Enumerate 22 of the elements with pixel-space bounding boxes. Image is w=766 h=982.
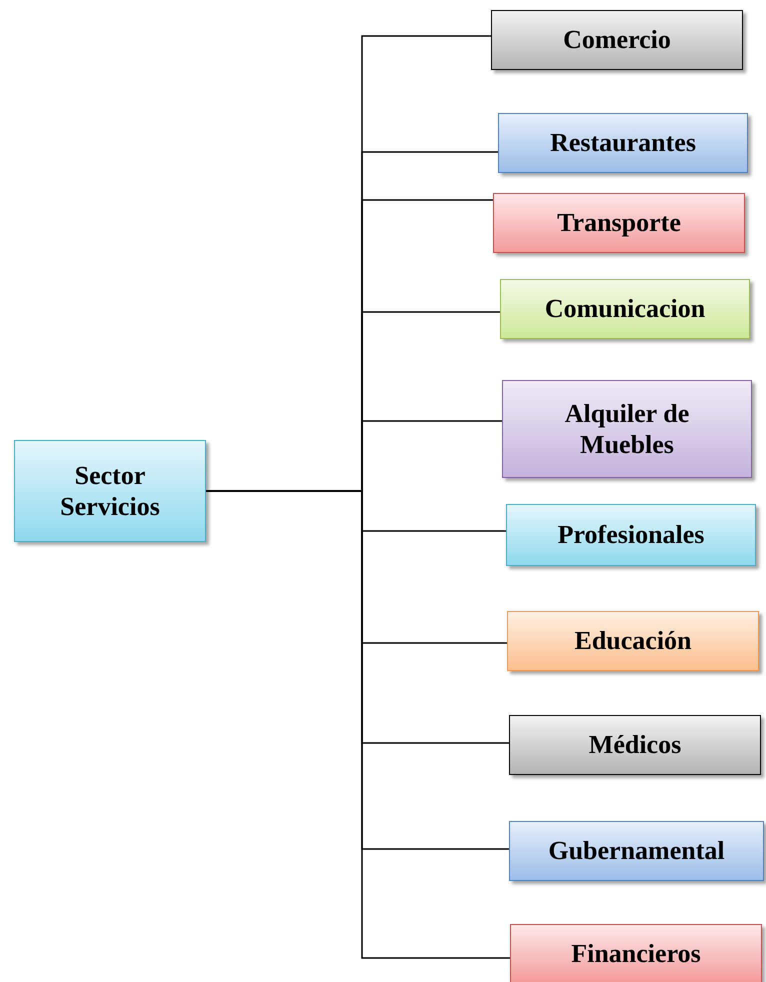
category-box (491, 10, 743, 70)
category-label: Gubernamental (548, 835, 725, 867)
category-box (493, 193, 745, 253)
category-box (498, 113, 748, 173)
category-label: Médicos (588, 729, 682, 761)
category-label: Comunicacion (544, 293, 706, 325)
category-box (509, 821, 764, 881)
category-box (500, 279, 750, 339)
category-label: Sector Servicios (59, 460, 161, 522)
category-box (507, 611, 759, 671)
category-box (14, 440, 206, 542)
category-label: Alquiler de Muebles (564, 398, 690, 460)
category-box (510, 924, 762, 982)
category-box (509, 715, 761, 775)
category-label: Educación (574, 625, 692, 657)
category-label: Restaurantes (550, 127, 696, 159)
category-label: Transporte (557, 207, 681, 239)
category-box (502, 380, 752, 478)
category-label: Comercio (563, 24, 671, 56)
category-box (506, 504, 756, 566)
category-label: Profesionales (558, 519, 704, 551)
category-label: Financieros (571, 938, 701, 970)
